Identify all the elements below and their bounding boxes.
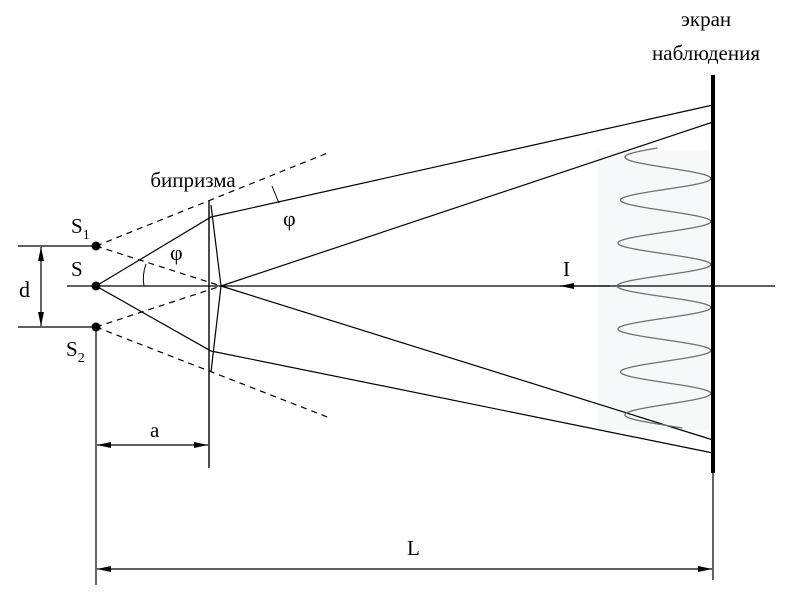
source-s2-point [91,322,101,332]
a-label: a [150,418,160,442]
screen-label-line1: экран [681,7,731,31]
angle-arc-left [142,263,147,287]
L-label: L [407,536,420,560]
source-s1-point [91,241,101,251]
intensity-curve [616,147,712,429]
angle-phi-left-label: φ [170,240,183,265]
ray-apex-upper [220,121,714,287]
intensity-label: I [563,257,570,281]
virtual-ray-s1-upper [95,151,331,247]
ray-apex-lower [220,285,714,441]
screen-label-line2: наблюдения [652,41,760,65]
virtual-ray-s2-lower [95,326,331,419]
ray-lower [95,285,714,454]
intensity-region [598,150,710,430]
source-s-point [91,281,101,291]
angle-phi-right-label: φ [283,206,296,231]
d-label: d [19,277,30,302]
source-s2-label: S2 [66,337,85,366]
angle-arc-right [271,185,280,204]
ray-upper [95,104,714,287]
virtual-ray-s1-apex [95,245,222,287]
source-s-label: S [71,257,83,281]
biprism-label: бипризма [150,168,236,192]
source-s1-label: S1 [71,214,90,243]
